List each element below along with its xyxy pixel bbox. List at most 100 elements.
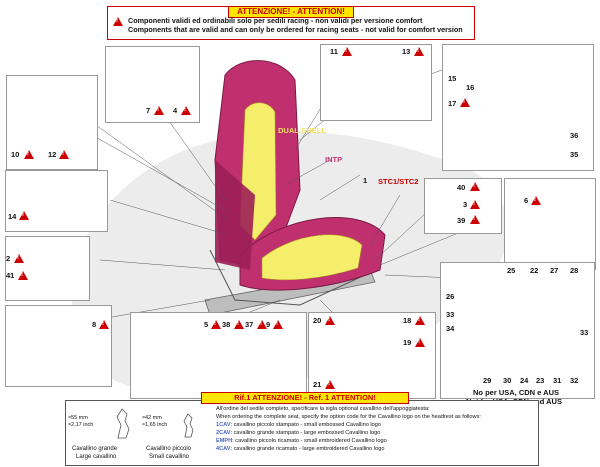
warning-triangle-icon xyxy=(470,215,480,224)
panel-wiring xyxy=(424,178,502,234)
callout-14: 14 xyxy=(8,212,17,221)
callout-1: 1 xyxy=(363,176,368,185)
warning-line-en: Components that are valid and can only b… xyxy=(128,25,463,34)
warning-triangle-icon xyxy=(113,17,123,26)
panel-covers-right xyxy=(320,44,432,121)
option-4cav: 4CAV: cavallino grande ricamato - large … xyxy=(216,446,385,452)
callout-33a: 33 xyxy=(446,310,455,319)
warning-box: ATTENZIONE! - ATTENTION! Componenti vali… xyxy=(107,6,475,40)
callout-23: 23 xyxy=(536,376,545,385)
panel-harness xyxy=(442,44,594,171)
option-1cav: 1CAV: cavallino piccolo stampato - small… xyxy=(216,422,381,428)
small-caption-it: Cavallino piccolo xyxy=(146,446,192,452)
callout-40: 40 xyxy=(457,183,466,192)
callout-33b: 33 xyxy=(580,328,589,337)
callout-5: 5 xyxy=(204,320,209,329)
panel-bracket-8 xyxy=(5,305,112,387)
option-2cav: 2CAV: cavallino grande stampato - large … xyxy=(216,430,381,436)
panel-bracket-14 xyxy=(5,170,108,232)
warning-triangle-icon xyxy=(24,150,34,159)
warning-triangle-icon xyxy=(415,338,425,347)
warning-triangle-icon xyxy=(470,182,480,191)
callout-4: 4 xyxy=(173,106,178,115)
warning-triangle-icon xyxy=(18,271,28,280)
callout-39: 39 xyxy=(457,216,466,225)
warning-triangle-icon xyxy=(14,254,24,263)
callout-3: 3 xyxy=(463,200,468,209)
reference-note-line-1: All'ordine del sedile completo, specific… xyxy=(216,406,430,412)
large-caption-it: Cavallino grande xyxy=(72,446,118,452)
warning-triangle-icon xyxy=(273,320,283,329)
callout-12: 12 xyxy=(48,150,57,159)
warning-triangle-icon xyxy=(234,320,244,329)
warning-triangle-icon xyxy=(414,47,424,56)
small-dim-mm: ≈42 mm xyxy=(142,415,162,421)
callout-10: 10 xyxy=(11,150,20,159)
warning-triangle-icon xyxy=(154,106,164,115)
seat-cushion-center xyxy=(261,234,363,281)
callout-13: 13 xyxy=(402,47,411,56)
callout-19: 19 xyxy=(403,338,412,347)
callout-41: 41 xyxy=(6,271,15,280)
warning-triangle-icon xyxy=(460,98,470,107)
reference-note-line-2: When ordering the complete seat, specify… xyxy=(216,414,481,420)
warning-triangle-icon xyxy=(257,320,267,329)
warning-triangle-icon xyxy=(211,320,221,329)
warning-triangle-icon xyxy=(342,47,352,56)
callout-30: 30 xyxy=(503,376,512,385)
warning-triangle-icon xyxy=(325,380,335,389)
callout-18: 18 xyxy=(403,316,412,325)
rollbar-note-it: No per USA, CDN e AUS xyxy=(473,388,559,397)
callout-7: 7 xyxy=(146,106,151,115)
panel-rollbar xyxy=(440,262,595,399)
warning-triangle-icon xyxy=(19,211,29,220)
callout-17: 17 xyxy=(448,99,457,108)
callout-24: 24 xyxy=(520,376,529,385)
callout-8: 8 xyxy=(92,320,97,329)
reference-note-title: Rif.1 ATTENZIONE! - Ref. 1 ATTENTION! xyxy=(201,392,409,404)
callout-20: 20 xyxy=(313,316,322,325)
warning-triangle-icon xyxy=(99,320,109,329)
callout-25: 25 xyxy=(507,266,516,275)
callout-34: 34 xyxy=(446,324,455,333)
seat-frame xyxy=(209,249,366,306)
large-cavallino-logo xyxy=(116,408,130,439)
warning-triangle-icon xyxy=(470,200,480,209)
warning-triangle-icon xyxy=(531,196,541,205)
warning-title: ATTENZIONE! - ATTENTION! xyxy=(228,6,354,18)
small-dim-inch: ≈1,65 inch xyxy=(142,422,168,428)
callout-9: 9 xyxy=(266,320,271,329)
seat-side-bolster xyxy=(215,160,255,270)
intp-label: INTP xyxy=(325,155,343,164)
callout-29: 29 xyxy=(483,376,492,385)
warning-line-it: Componenti validi ed ordinabili solo per… xyxy=(128,16,423,25)
callout-28: 28 xyxy=(570,266,579,275)
callout-35: 35 xyxy=(570,150,579,159)
callout-32: 32 xyxy=(570,376,579,385)
callout-6: 6 xyxy=(524,196,529,205)
large-caption-en: Large cavallino xyxy=(76,454,117,460)
callout-15: 15 xyxy=(448,74,457,83)
callout-22: 22 xyxy=(530,266,539,275)
panel-tube-6 xyxy=(504,178,596,270)
callout-2: 2 xyxy=(6,254,11,263)
callout-31: 31 xyxy=(553,376,562,385)
warning-triangle-icon xyxy=(325,316,335,325)
small-cavallino-logo xyxy=(183,413,194,438)
callout-36: 36 xyxy=(570,131,579,140)
callout-37: 37 xyxy=(245,320,254,329)
dual-shell-label: DUAL-SHELL xyxy=(278,126,326,135)
callout-27: 27 xyxy=(550,266,559,275)
small-caption-en: Small cavallino xyxy=(149,454,190,460)
option-emph: EMPH: cavallino piccolo ricamato - small… xyxy=(216,438,387,444)
callout-11: 11 xyxy=(330,47,338,56)
warning-triangle-icon xyxy=(181,106,191,115)
warning-triangle-icon xyxy=(415,316,425,325)
warning-triangle-icon xyxy=(59,150,69,159)
reference-note-box: Rif.1 ATTENZIONE! - Ref. 1 ATTENTION! Al… xyxy=(65,392,539,466)
panel-covers-left xyxy=(6,75,98,170)
callout-21: 21 xyxy=(313,380,322,389)
panel-buckle xyxy=(5,236,90,301)
callout-16: 16 xyxy=(466,83,475,92)
